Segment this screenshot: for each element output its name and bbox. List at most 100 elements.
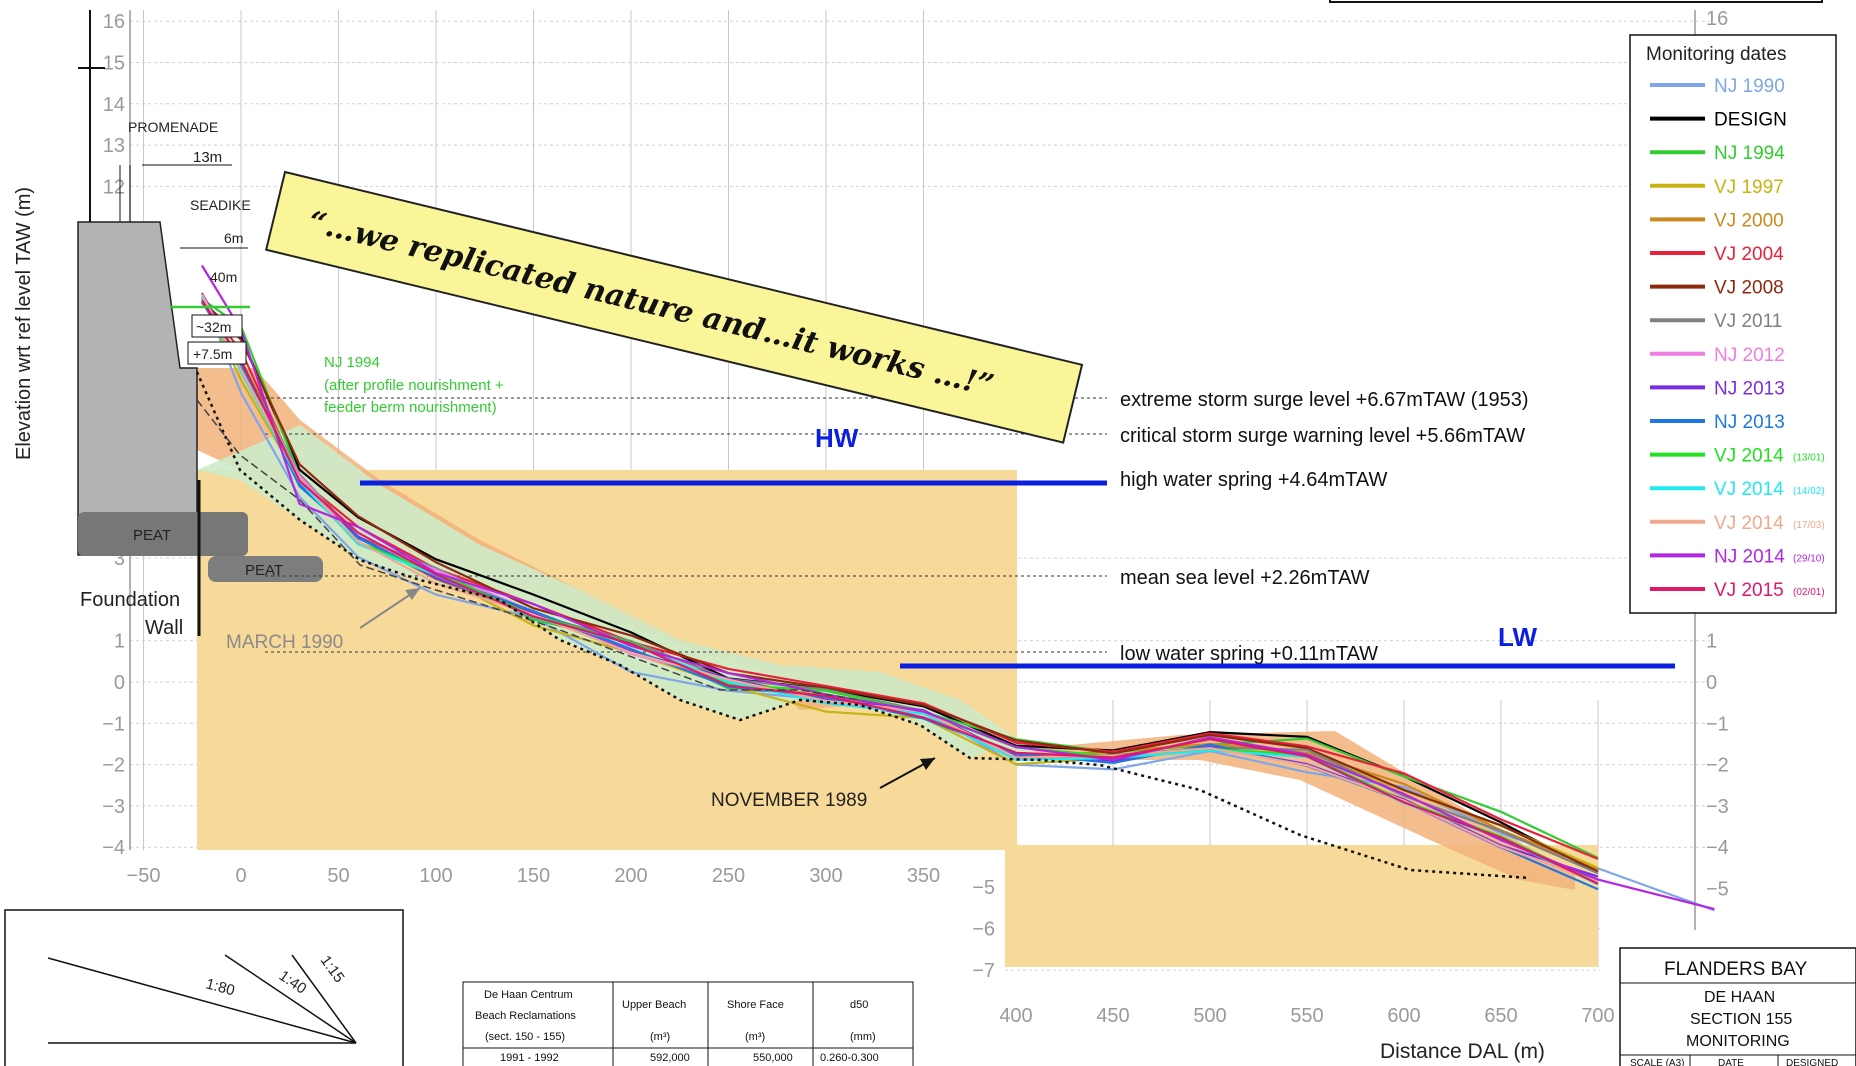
y-tick-label: −1 (102, 713, 125, 735)
legend-label: NJ 1994 (1714, 143, 1785, 164)
reference-level-label: mean sea level +2.26mTAW (1120, 567, 1370, 589)
y-tick-label-right: −3 (1706, 796, 1729, 818)
reference-level-label: low water spring +0.11mTAW (1120, 643, 1378, 665)
x-tick-label: 700 (1581, 1005, 1614, 1027)
november-1989-profile (195, 371, 1531, 880)
x-tick-label: 0 (235, 865, 246, 887)
top-right-frame (1329, 0, 1823, 3)
legend-label: VJ 2000 (1714, 210, 1784, 231)
title-section: SECTION 155 (1690, 1011, 1792, 1028)
x-tick-label: 500 (1193, 1005, 1226, 1027)
slope-1-80: 1:80 (204, 975, 237, 999)
legend-label: VJ 2015 (1714, 580, 1784, 601)
november-1989-label: NOVEMBER 1989 (711, 790, 867, 811)
dim-32m: ~32m (196, 319, 231, 335)
y-tick-label: −6 (972, 919, 995, 941)
title-monitoring: MONITORING (1686, 1033, 1790, 1050)
y-axis-title: Elevation wrt ref level TAW (m) (13, 187, 35, 460)
foundation-label-2: Wall (145, 617, 183, 639)
legend-sublabel: (29/10) (1793, 553, 1825, 564)
y-tick-label: −3 (102, 796, 125, 818)
x-tick-label: 100 (419, 865, 452, 887)
series-line (201, 299, 1599, 873)
y-tick-label-right: −1 (1706, 713, 1729, 735)
nj1994-note-2: (after profile nourishment + (324, 377, 504, 394)
table-u2: (m³) (650, 1031, 670, 1043)
x-tick-label: 350 (907, 865, 940, 887)
legend-label: NJ 2013 (1714, 412, 1785, 433)
x-tick-label: 250 (712, 865, 745, 887)
y-tick-label: −7 (972, 960, 995, 982)
y-tick-label-right: 1 (1706, 631, 1717, 653)
series-lines (200, 264, 1715, 912)
reference-level-label: extreme storm surge level +6.67mTAW (195… (1120, 389, 1528, 411)
quote-text: “…we replicated nature and…it works …!” (305, 205, 997, 404)
table-u1: (sect. 150 - 155) (485, 1031, 565, 1043)
y-tick-label: 16 (103, 11, 125, 33)
series-line (201, 299, 1599, 885)
y-tick-label-right: 16 (1706, 8, 1728, 30)
lw-label: LW (1498, 622, 1537, 652)
hw-label: HW (815, 423, 859, 453)
table-h3: Shore Face (727, 999, 784, 1011)
y-tick-label: 1 (114, 631, 125, 653)
reference-level-label: high water spring +4.64mTAW (1120, 469, 1387, 491)
nourishment-area (197, 368, 1575, 890)
title-block: FLANDERS BAY DE HAAN SECTION 155 MONITOR… (1619, 947, 1856, 1066)
legend-label: VJ 2014 (1714, 479, 1784, 500)
legend-sublabel: (14/02) (1793, 486, 1825, 497)
x-tick-label: 600 (1387, 1005, 1420, 1027)
legend-sublabel: (13/01) (1793, 453, 1825, 464)
nj1994-note-1: NJ 1994 (324, 354, 380, 371)
reclamation-table: De Haan Centrum Beach Reclamations Upper… (462, 981, 914, 1066)
legend-label: VJ 2014 (1714, 513, 1784, 534)
x-tick-label: 650 (1484, 1005, 1517, 1027)
y-tick-label: 0 (114, 672, 125, 694)
peat-label-2: PEAT (245, 562, 283, 579)
y-tick-label-right: −2 (1706, 755, 1729, 777)
legend-label: DESIGN (1714, 110, 1787, 131)
slope-diagram: 1:80 1:40 1:15 (4, 909, 404, 1066)
legend-label: VJ 2014 (1714, 446, 1784, 467)
foundation-label-1: Foundation (80, 589, 180, 611)
march-1990-label: MARCH 1990 (226, 632, 343, 653)
y-tick-label-right: −5 (1706, 879, 1729, 901)
title-date: DATE (1718, 1058, 1744, 1066)
y-tick-label: −5 (972, 877, 995, 899)
y-tick-label: −2 (102, 755, 125, 777)
y-tick-label: 12 (103, 176, 125, 198)
x-tick-label: 400 (999, 1005, 1032, 1027)
y-tick-label-right: 0 (1706, 672, 1717, 694)
legend-title: Monitoring dates (1646, 44, 1786, 65)
peat-layer-2 (208, 556, 323, 582)
legend-label: VJ 2011 (1714, 311, 1782, 332)
table-r1: 1991 - 1992 (500, 1052, 559, 1064)
y-tick-label: 15 (103, 53, 125, 75)
y-tick-label: 3 (114, 548, 125, 570)
legend-label: NJ 2013 (1714, 378, 1785, 399)
seadike-label: SEADIKE (190, 197, 251, 213)
legend-sublabel: (17/03) (1793, 520, 1825, 531)
y-tick-label: 14 (103, 94, 125, 116)
table-u3: (m³) (745, 1031, 765, 1043)
table-h4: d50 (850, 999, 868, 1011)
nj1994-note-3: feeder berm nourishment) (324, 399, 497, 416)
dim-13m: 13m (193, 149, 222, 166)
table-h1: De Haan Centrum (484, 989, 573, 1001)
series-line (201, 302, 1599, 860)
table-r3: 550,000 (753, 1052, 793, 1064)
legend-label: NJ 1990 (1714, 76, 1785, 97)
x-tick-label: 150 (517, 865, 550, 887)
y-tick-label: 13 (103, 135, 125, 157)
legend-label: NJ 2014 (1714, 546, 1785, 567)
reference-level-label: critical storm surge warning level +5.66… (1120, 425, 1525, 447)
title-de-haan: DE HAAN (1704, 989, 1775, 1006)
dike-annotations: PROMENADE 13m SEADIKE 6m 40m ~32m +7.5m … (78, 10, 936, 811)
y-tick-label-right: −4 (1706, 837, 1729, 859)
title-designed: DESIGNED (1786, 1058, 1838, 1066)
legend-label: VJ 2004 (1714, 244, 1784, 265)
reference-levels: extreme storm surge level +6.67mTAW (195… (265, 389, 1528, 665)
x-axis-title: Distance DAL (m) (1380, 1040, 1545, 1063)
y-tick-label: −4 (102, 837, 125, 859)
